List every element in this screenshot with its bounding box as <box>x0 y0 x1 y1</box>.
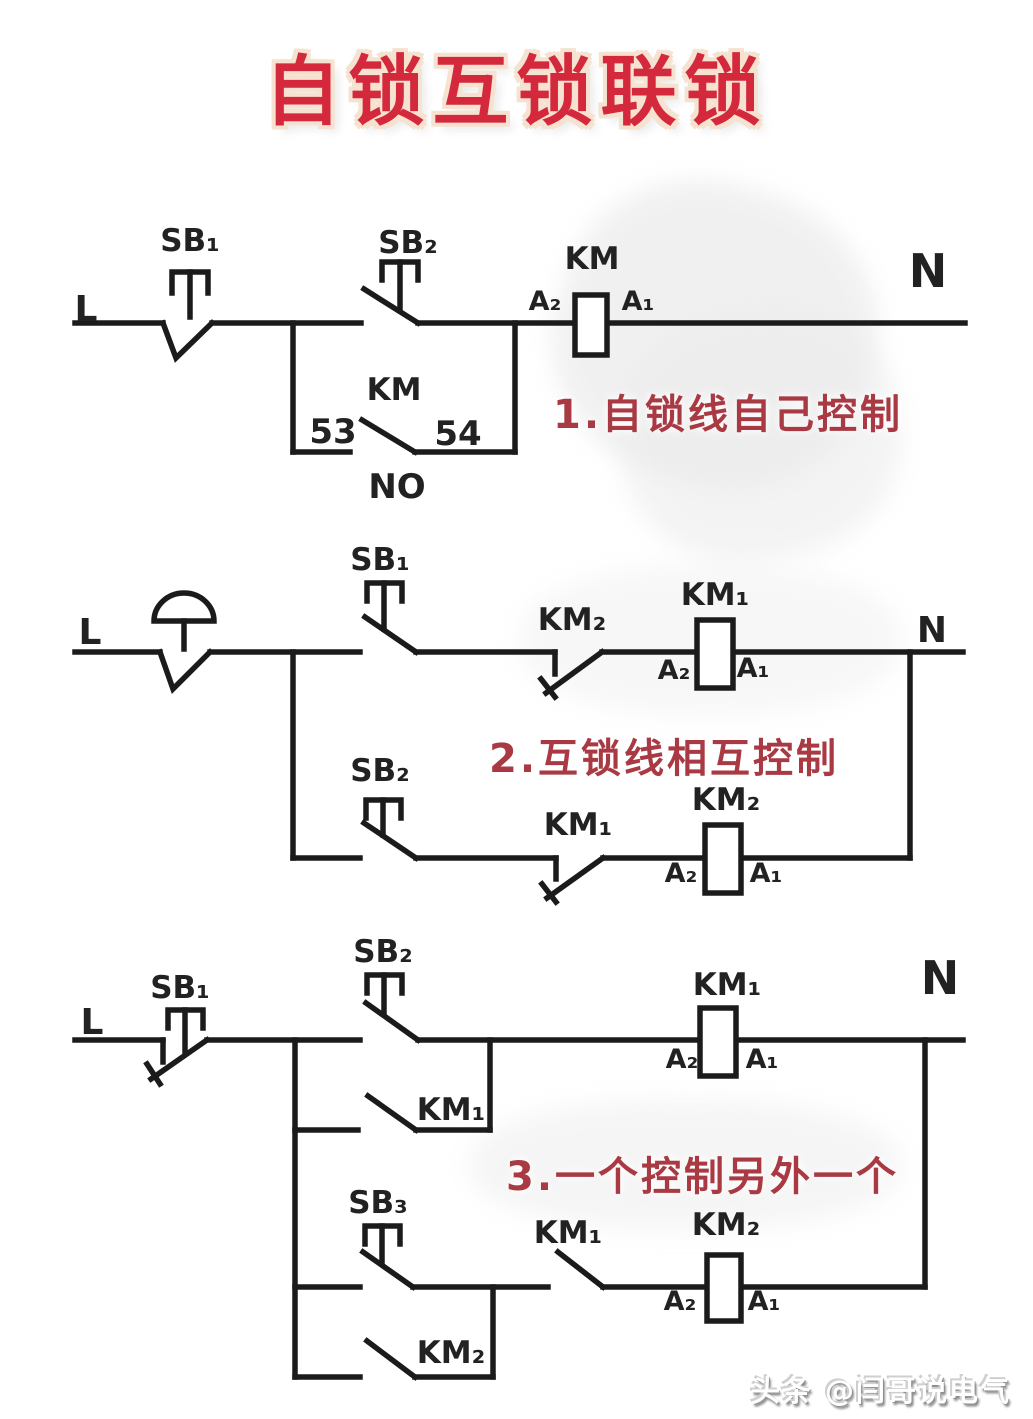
label-sb1-3: SB₁ <box>150 970 210 1006</box>
label-km1-coil-2: KM₁ <box>680 577 750 613</box>
label-a1-top-2: A₁ <box>736 653 770 684</box>
label-a2-top-3: A₂ <box>665 1044 699 1075</box>
label-km1-coil-3: KM₁ <box>692 967 762 1003</box>
circuit-3-diagram <box>72 972 966 1381</box>
label-sb2-3: SB₂ <box>353 934 413 970</box>
label-a2-bot-2: A₂ <box>664 858 698 889</box>
label-a1-1: A₁ <box>621 286 655 317</box>
label-km2-nc-2: KM₂ <box>537 602 607 638</box>
label-line-n-1: N <box>908 244 948 298</box>
circuit-2-diagram <box>72 580 966 906</box>
background-wash <box>470 1100 900 1230</box>
label-line-n-3: N <box>920 951 960 1005</box>
label-line-l-2: L <box>78 612 102 653</box>
label-a2-bot-3: A₂ <box>663 1286 697 1317</box>
label-km2-no-3: KM₂ <box>416 1335 486 1371</box>
label-sb3-3: SB₃ <box>348 1185 408 1221</box>
label-sb2-1: SB₂ <box>378 225 438 261</box>
watermark: 头条 @闫哥说电气 <box>750 1374 1011 1408</box>
label-km-aux-1: KM <box>366 372 422 408</box>
label-line-l-3: L <box>80 1002 104 1043</box>
label-km-coil-1: KM <box>564 241 620 277</box>
circuit-1-diagram <box>72 259 968 456</box>
label-km1-no-rung-3: KM₁ <box>533 1215 603 1251</box>
label-line-n-2: N <box>916 610 948 651</box>
caption-self-lock: 1.自锁线自己控制 <box>553 392 904 438</box>
caption-one-controls-another: 3.一个控制另外一个 <box>506 1154 900 1200</box>
caption-interlock: 2.互锁线相互控制 <box>489 736 840 782</box>
label-terminal-53: 53 <box>309 412 357 452</box>
page-title: 自锁互锁联锁 <box>264 47 769 136</box>
label-a2-top-2: A₂ <box>657 655 691 686</box>
label-a1-bot-3: A₁ <box>747 1286 781 1317</box>
label-km1-no-branch-3: KM₁ <box>416 1092 486 1128</box>
label-a1-top-3: A₁ <box>745 1044 779 1075</box>
label-km1-nc-2: KM₁ <box>543 807 613 843</box>
label-km2-coil-2: KM₂ <box>691 782 761 818</box>
label-km2-coil-3: KM₂ <box>691 1207 761 1243</box>
label-no-contact: NO <box>368 467 426 507</box>
label-sb2-2: SB₂ <box>350 753 410 789</box>
label-a1-bot-2: A₁ <box>749 858 783 889</box>
label-terminal-54: 54 <box>434 414 482 454</box>
label-sb1-2: SB₁ <box>350 542 410 578</box>
label-sb1-1: SB₁ <box>160 223 220 259</box>
label-line-l-1: L <box>74 289 98 330</box>
label-a2-1: A₂ <box>528 286 562 317</box>
